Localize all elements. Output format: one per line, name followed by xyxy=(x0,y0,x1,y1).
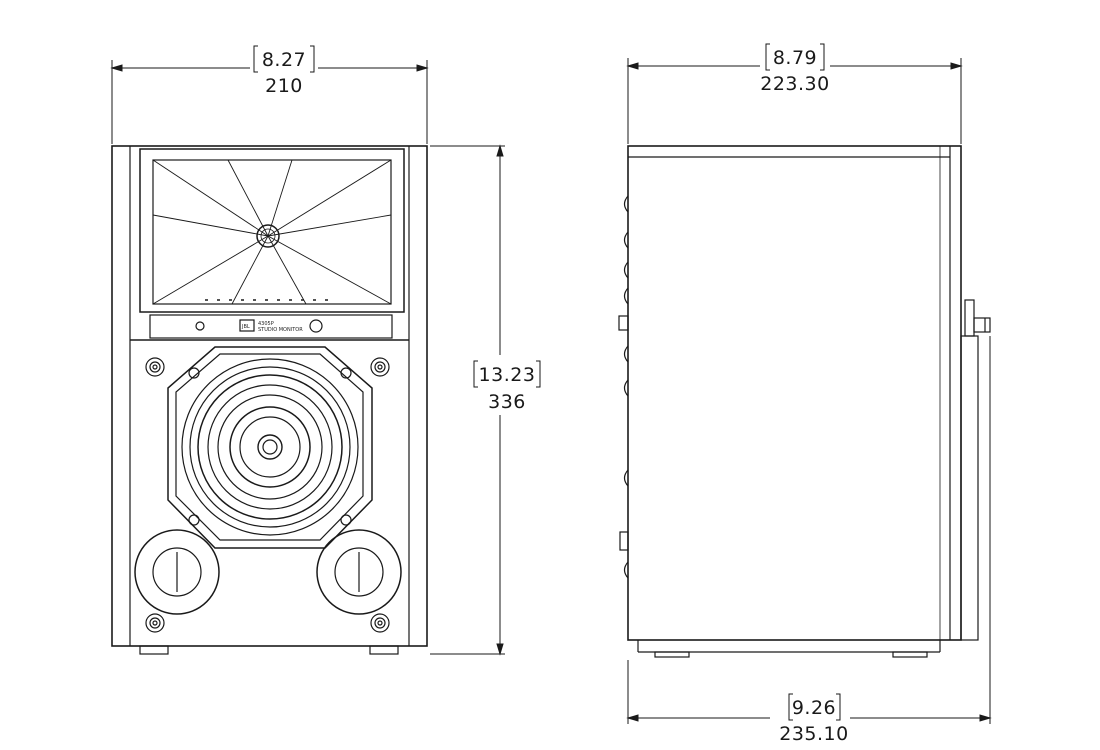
front-width-inches: 8.27 xyxy=(262,49,306,71)
side-depth-mm: 223.30 xyxy=(760,73,829,95)
front-cabinet-outline xyxy=(111,145,428,647)
horn-rays xyxy=(152,159,392,305)
front-width-mm: 210 xyxy=(265,75,303,97)
woofer-cone xyxy=(229,406,311,488)
side-cabinet-outline xyxy=(627,145,962,641)
side-foot-rear xyxy=(892,651,928,658)
front-foot-left xyxy=(139,645,169,655)
front-width-dimension xyxy=(110,45,429,144)
woofer-screw-icon xyxy=(340,367,352,379)
panel-brand-mark: JBL xyxy=(241,324,250,330)
horn-waveguide-outer xyxy=(139,148,405,313)
woofer-surround xyxy=(181,358,359,536)
woofer-screw-icon xyxy=(188,367,200,379)
bass-port-left xyxy=(134,529,220,615)
rear-connector-icon xyxy=(964,299,975,337)
woofer-frame-inner xyxy=(175,353,364,541)
front-foot-right xyxy=(369,645,399,655)
height-mm: 336 xyxy=(488,391,526,413)
horn-waveguide-inner xyxy=(152,159,392,305)
front-edge-profile xyxy=(618,195,629,579)
height-dimension xyxy=(430,144,541,656)
bass-port-right xyxy=(316,529,402,615)
baffle-screws xyxy=(145,357,390,633)
side-view xyxy=(618,145,991,658)
height-inches: 13.23 xyxy=(479,364,536,386)
rear-amp-plate xyxy=(960,335,979,641)
panel-model-text: 4305P xyxy=(258,321,274,327)
power-led-icon xyxy=(195,321,205,331)
side-depth-inches: 8.79 xyxy=(773,47,817,69)
side-foot-front xyxy=(654,651,690,658)
overall-depth-mm: 235.10 xyxy=(779,723,848,745)
rear-jack-icon xyxy=(973,317,991,333)
panel-subtitle-text: STUDIO MONITOR xyxy=(258,327,303,333)
brand-badge xyxy=(239,319,255,332)
woofer-screw-icon xyxy=(188,514,200,526)
woofer-dust-cap xyxy=(257,434,283,460)
control-panel xyxy=(149,314,393,339)
overall-depth-dimension xyxy=(626,336,992,724)
front-view xyxy=(111,145,428,655)
overall-depth-inches: 9.26 xyxy=(792,697,836,719)
woofer-screw-icon xyxy=(340,514,352,526)
side-depth-dimension xyxy=(626,43,963,144)
volume-knob-icon xyxy=(309,319,323,333)
tweeter-dome xyxy=(256,224,280,248)
